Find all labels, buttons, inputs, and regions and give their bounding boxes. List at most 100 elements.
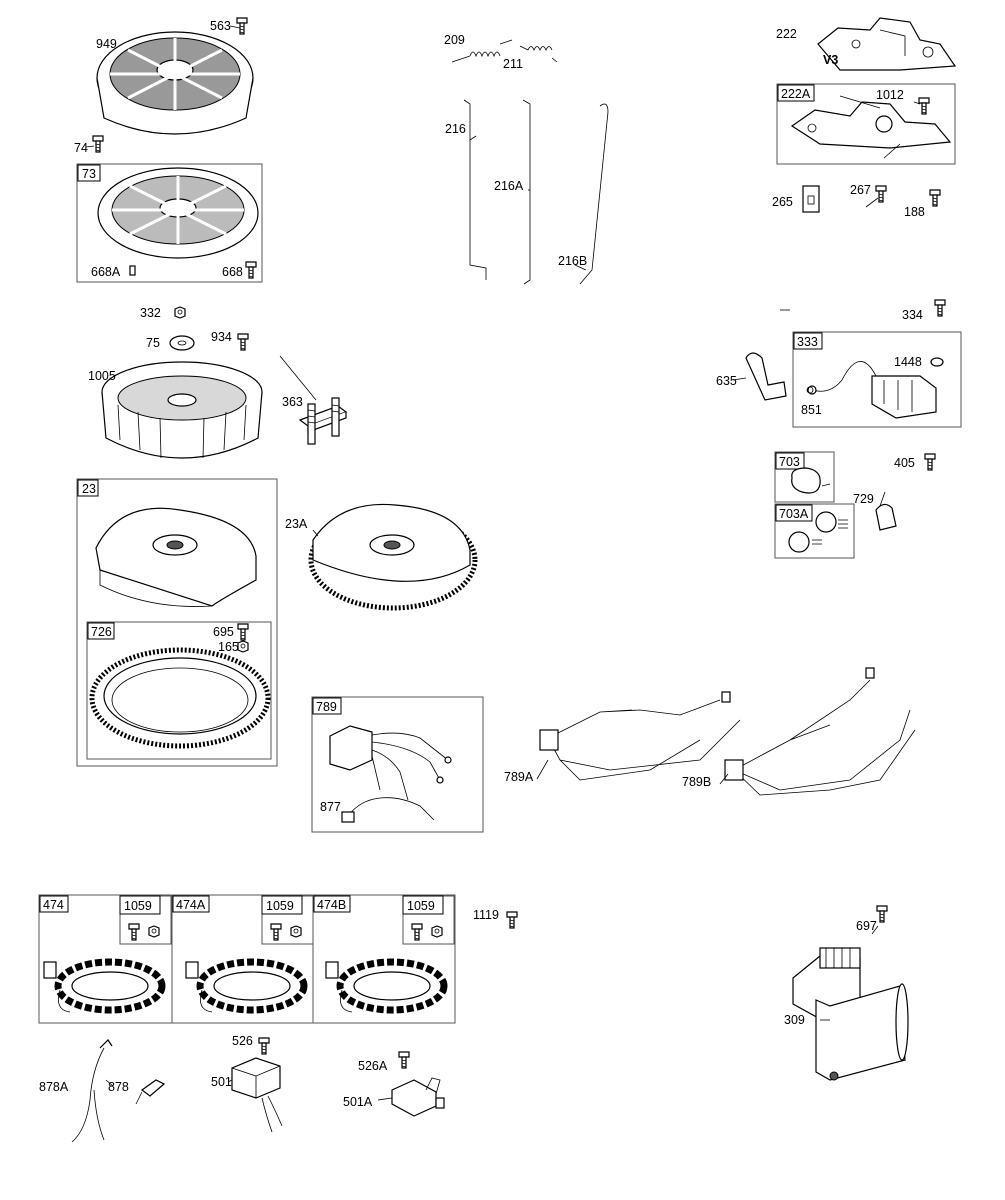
part-216-rod: [463, 99, 487, 280]
part-1059-nut-b: [290, 925, 302, 938]
label-363: 363: [282, 395, 303, 409]
leader-lines: [85, 25, 921, 1101]
part-211-spring: [519, 45, 558, 63]
label-501: 501: [211, 1075, 232, 1089]
group-703A-box: [774, 503, 855, 559]
label-934: 934: [211, 330, 232, 344]
label-V3: V3: [823, 53, 838, 67]
part-703A-clips: [788, 511, 848, 553]
part-851-clip: [806, 386, 814, 394]
part-789A-harness: [539, 691, 741, 781]
part-363-brake: [298, 397, 348, 445]
part-334-screw: [934, 299, 946, 317]
part-789-harness: [329, 725, 452, 801]
part-695-screw: [237, 623, 249, 641]
label-333: 333: [797, 335, 818, 349]
part-1059-screw-a: [128, 923, 140, 941]
label-501A: 501A: [343, 1095, 373, 1109]
part-23A-flywheel: [308, 503, 478, 611]
part-1012-screw: [918, 97, 930, 115]
label-1059-b: 1059: [266, 899, 294, 913]
callout-labels: 949 563 74 73 668A 668 332 75 934 1005 3…: [39, 19, 925, 1109]
part-703-clip: [791, 467, 831, 494]
group-333-box: [792, 331, 962, 428]
label-1119: 1119: [473, 908, 499, 922]
label-526A: 526A: [358, 1059, 388, 1073]
label-23: 23: [82, 482, 96, 496]
label-635: 635: [716, 374, 737, 388]
label-1012: 1012: [876, 88, 904, 102]
part-1059-screw-c: [411, 923, 423, 941]
label-729: 729: [853, 492, 874, 506]
part-1059-nut-c: [431, 925, 443, 938]
label-188: 188: [904, 205, 925, 219]
label-474A: 474A: [176, 898, 206, 912]
part-526A-screw: [398, 1051, 410, 1069]
part-526-screw: [258, 1037, 270, 1055]
label-949: 949: [96, 37, 117, 51]
part-474A-stator: [185, 958, 308, 1014]
part-1448-washer: [930, 357, 944, 367]
label-1448: 1448: [894, 355, 922, 369]
label-695: 695: [213, 625, 234, 639]
part-188-screw: [929, 189, 941, 207]
group-789-box: [311, 696, 484, 833]
label-474B: 474B: [317, 898, 346, 912]
label-334: 334: [902, 308, 923, 322]
part-726-ring-gear: [89, 647, 271, 749]
part-75-washer: [169, 335, 195, 351]
label-1059-a: 1059: [124, 899, 152, 913]
part-309-starter: [792, 947, 909, 1081]
label-1005: 1005: [88, 369, 116, 383]
part-216A-rod: [522, 99, 531, 285]
label-697: 697: [856, 919, 877, 933]
label-216: 216: [445, 122, 466, 136]
part-474-stator: [43, 958, 166, 1014]
label-789A: 789A: [504, 770, 534, 784]
label-526: 526: [232, 1034, 253, 1048]
part-216B-rod: [579, 103, 609, 285]
group-23-box: [76, 478, 278, 767]
group-73-box: [76, 163, 263, 283]
label-265: 265: [772, 195, 793, 209]
label-789: 789: [316, 700, 337, 714]
part-73-screen: [97, 167, 259, 259]
label-851: 851: [801, 403, 822, 417]
part-23-flywheel: [95, 507, 257, 607]
label-216B: 216B: [558, 254, 587, 268]
part-265-clip: [802, 185, 820, 213]
label-668A: 668A: [91, 265, 121, 279]
part-1005-fan: [101, 361, 263, 459]
part-949-blower-housing: [96, 31, 254, 135]
part-165-nut: [237, 640, 249, 653]
part-222A-governor-plate: [790, 95, 952, 159]
part-563-screw: [236, 17, 248, 35]
part-405-screw: [924, 453, 936, 471]
part-74-screw: [92, 135, 104, 153]
label-703A: 703A: [779, 507, 809, 521]
group-474-row-box: [38, 894, 456, 1024]
label-23A: 23A: [285, 517, 308, 531]
part-668A-pin: [129, 265, 136, 276]
label-211: 211: [503, 57, 523, 71]
label-878A: 878A: [39, 1080, 69, 1094]
label-73: 73: [82, 167, 96, 181]
label-222: 222: [776, 27, 797, 41]
label-877: 877: [320, 800, 341, 814]
label-222A: 222A: [781, 87, 811, 101]
part-668-screw: [245, 261, 257, 279]
part-729-clip: [875, 503, 897, 531]
label-74: 74: [74, 141, 88, 155]
group-703-box: [774, 451, 835, 503]
part-877-wire: [341, 797, 435, 823]
label-216A: 216A: [494, 179, 524, 193]
label-165: 165: [218, 640, 239, 654]
group-222A-box: [776, 83, 956, 165]
label-1059-c: 1059: [407, 899, 435, 913]
label-267: 267: [850, 183, 871, 197]
part-878-connector: [135, 1079, 166, 1105]
part-934-screw: [237, 333, 249, 351]
label-332: 332: [140, 306, 161, 320]
part-635-boot: [745, 352, 787, 401]
label-209: 209: [444, 33, 465, 47]
